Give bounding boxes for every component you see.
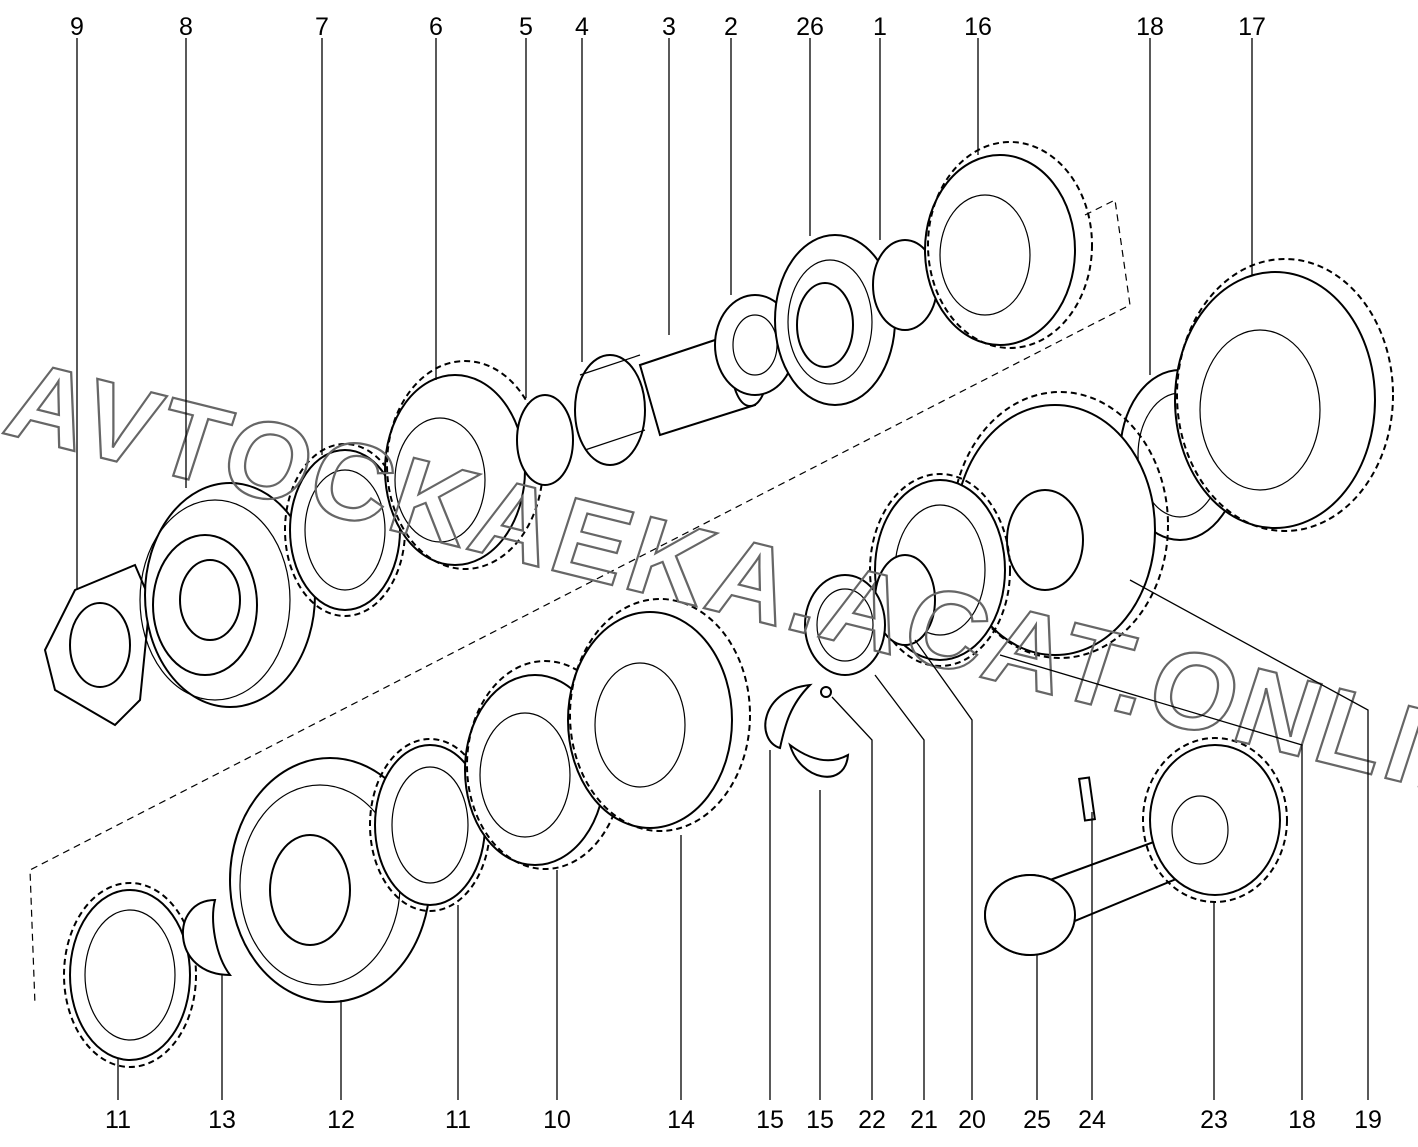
callout-15: 15 <box>756 1106 784 1134</box>
gear-icon <box>567 598 751 832</box>
callout-16: 16 <box>964 13 992 41</box>
callout-20: 20 <box>958 1106 986 1134</box>
callout-9: 9 <box>70 13 84 41</box>
callout-11: 11 <box>105 1106 131 1134</box>
callout-14: 14 <box>667 1106 695 1134</box>
callout-21: 21 <box>910 1106 938 1134</box>
top-callouts: 9 8 7 6 5 4 3 2 26 1 16 18 17 <box>70 13 1266 41</box>
callout-4: 4 <box>575 13 589 41</box>
synchronizer-hub-icon <box>951 391 1169 659</box>
spacer-ring <box>516 394 574 486</box>
snap-ring-icon <box>182 898 233 977</box>
half-washer <box>788 742 850 778</box>
gear-icon <box>1142 737 1288 903</box>
callout-12: 12 <box>327 1106 355 1134</box>
callout-1: 1 <box>873 13 887 41</box>
detent-ball <box>820 686 832 698</box>
callout-3: 3 <box>662 13 676 41</box>
upper-group-boundary <box>29 199 1131 1006</box>
callout-10: 10 <box>543 1106 571 1134</box>
callout-11: 11 <box>445 1106 471 1134</box>
callout-17: 17 <box>1238 13 1266 41</box>
seal-ring <box>804 574 886 676</box>
half-washer <box>764 683 813 750</box>
bottom-callouts: 11 13 12 11 10 14 15 15 22 21 20 25 24 2… <box>105 1106 1382 1134</box>
callout-18: 18 <box>1136 13 1164 41</box>
callout-23: 23 <box>1200 1106 1228 1134</box>
callout-13: 13 <box>208 1106 236 1134</box>
lock-washer <box>43 563 152 727</box>
gear-icon <box>924 141 1093 349</box>
synchro-ring <box>284 443 406 617</box>
bearing-icon <box>774 234 896 406</box>
bearing-icon <box>574 354 646 466</box>
callout-6: 6 <box>429 13 443 41</box>
callout-5: 5 <box>519 13 533 41</box>
callout-15: 15 <box>806 1106 834 1134</box>
gear-icon <box>1174 258 1394 532</box>
callout-24: 24 <box>1078 1106 1106 1134</box>
callout-2: 2 <box>724 13 738 41</box>
synchro-ring <box>63 882 197 1068</box>
callout-8: 8 <box>179 13 193 41</box>
callout-25: 25 <box>1023 1106 1051 1134</box>
roll-pin <box>1077 776 1097 822</box>
callout-18: 18 <box>1288 1106 1316 1134</box>
leader-lines <box>76 38 1369 1100</box>
callout-19: 19 <box>1354 1106 1382 1134</box>
callout-7: 7 <box>315 13 329 41</box>
callout-26: 26 <box>796 13 824 41</box>
callout-22: 22 <box>858 1106 886 1134</box>
